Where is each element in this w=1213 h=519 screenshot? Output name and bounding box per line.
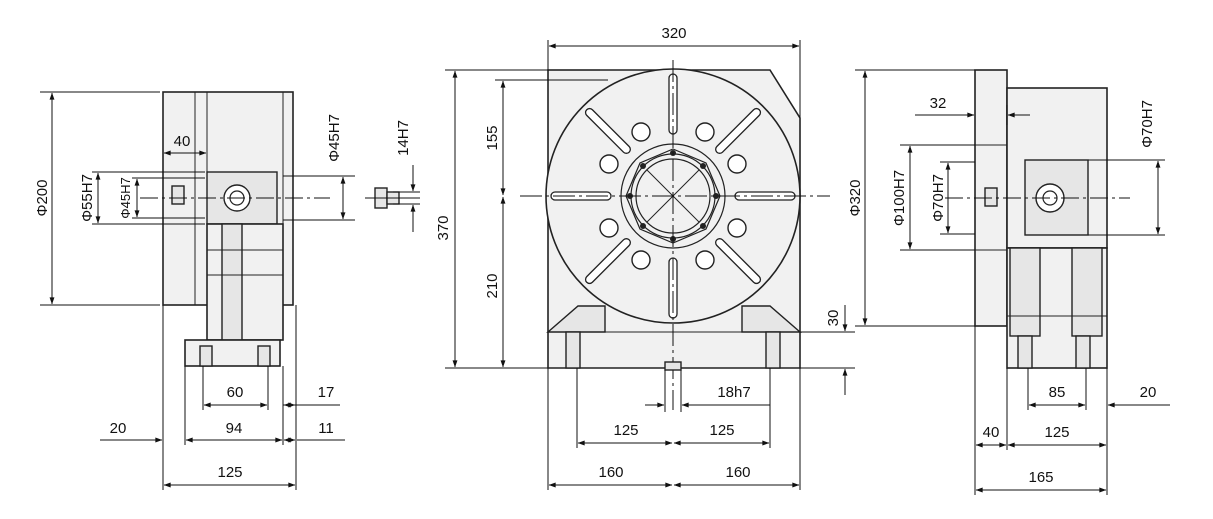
dim-right-body-dia: Φ320 <box>847 180 864 217</box>
front-dimensions: 320 370 155 210 30 18h7 125 125 <box>435 25 855 490</box>
dim-left-bolt-spacing: 60 <box>227 384 244 401</box>
dim-key-width: 14H7 <box>395 120 412 156</box>
dim-front-bolt-left: 125 <box>613 422 638 439</box>
dim-right-plate: 40 <box>983 424 1000 441</box>
left-handle <box>171 185 185 205</box>
dim-front-upper: 155 <box>484 125 501 150</box>
dim-left-rear-11: 11 <box>318 420 334 437</box>
dim-right-spigot-dia: Φ100H7 <box>891 170 908 226</box>
dim-right-bore-dia-inner: Φ70H7 <box>1139 100 1156 148</box>
dim-right-total: 165 <box>1028 469 1053 486</box>
dim-front-height: 370 <box>435 215 452 240</box>
dim-left-height-dia: Φ200 <box>34 180 51 217</box>
dim-left-base-offset: 20 <box>110 420 127 437</box>
front-key-slot <box>664 361 682 371</box>
dim-front-key-slot: 18h7 <box>717 384 750 401</box>
right-side-view <box>945 69 1130 369</box>
front-outer-holes <box>599 122 747 270</box>
dim-front-bolt-right: 125 <box>709 422 734 439</box>
dim-front-lower: 210 <box>484 273 501 298</box>
dim-front-half-left: 160 <box>598 464 623 481</box>
dim-right-bore-dia: Φ70H7 <box>930 174 947 222</box>
dim-left-rear-17: 17 <box>318 384 335 401</box>
dim-left-shaft-dia: Φ45H7 <box>326 114 343 162</box>
dim-right-depth: 125 <box>1044 424 1069 441</box>
dim-front-width: 320 <box>661 25 686 42</box>
dim-front-base-height: 30 <box>825 310 842 327</box>
dim-left-flange-width: 40 <box>174 133 191 150</box>
key-detail: 14H7 <box>365 120 420 232</box>
left-side-view <box>140 91 330 367</box>
dim-left-base-width: 125 <box>217 464 242 481</box>
left-dimensions: Φ200 Φ55H7 Φ45H7 40 Φ45H7 60 17 <box>34 91 355 490</box>
dim-left-bore-dia-inner: Φ45H7 <box>118 177 133 218</box>
dim-right-offset: 32 <box>930 95 947 112</box>
dim-right-slot-spacing: 85 <box>1049 384 1066 401</box>
dim-front-half-right: 160 <box>725 464 750 481</box>
right-handle <box>984 187 998 207</box>
front-view <box>520 60 830 410</box>
right-dimensions: Φ320 32 Φ100H7 Φ70H7 Φ70H7 85 20 40 <box>847 69 1170 495</box>
left-column <box>206 223 284 341</box>
dim-left-base-span: 94 <box>226 420 243 437</box>
dim-right-edge: 20 <box>1140 384 1157 401</box>
dim-left-bore-dia: Φ55H7 <box>79 174 96 222</box>
